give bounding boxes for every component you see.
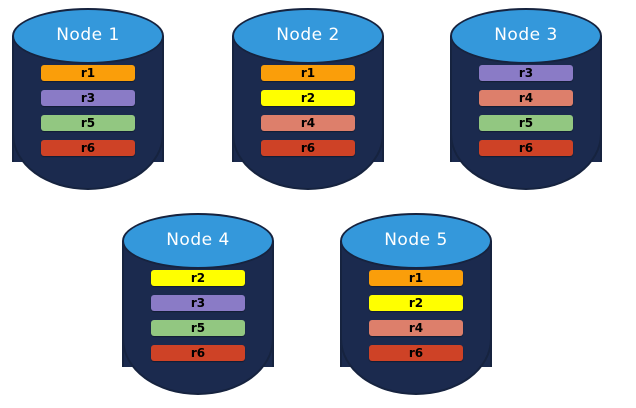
cylinder-top-ellipse <box>450 8 602 64</box>
cylinder-shape <box>12 8 164 190</box>
replica-label: r4 <box>518 91 534 105</box>
node-3-replica-list: r3 r4 r5 r6 <box>479 65 573 156</box>
replica-label: r2 <box>190 271 206 285</box>
replica-label: r3 <box>80 91 96 105</box>
replica-bar-r2[interactable]: r2 <box>369 295 463 311</box>
replica-bar-r4[interactable]: r4 <box>479 90 573 106</box>
node-5-replica-list: r1 r2 r4 r6 <box>369 270 463 361</box>
replica-bar-r6[interactable]: r6 <box>479 140 573 156</box>
replica-label: r4 <box>408 321 424 335</box>
replica-bar-r6[interactable]: r6 <box>369 345 463 361</box>
replica-bar-r5[interactable]: r5 <box>151 320 245 336</box>
replica-bar-r4[interactable]: r4 <box>369 320 463 336</box>
cylinder-top-ellipse <box>12 8 164 64</box>
replica-bar-r6[interactable]: r6 <box>261 140 355 156</box>
replica-label: r3 <box>190 296 206 310</box>
replica-label: r5 <box>190 321 206 335</box>
replica-label: r5 <box>518 116 534 130</box>
replica-label: r4 <box>300 116 316 130</box>
replica-bar-r5[interactable]: r5 <box>41 115 135 131</box>
replica-label: r2 <box>408 296 424 310</box>
replica-label: r3 <box>518 66 534 80</box>
replica-label: r6 <box>518 141 534 155</box>
replica-bar-r3[interactable]: r3 <box>479 65 573 81</box>
replica-label: r6 <box>300 141 316 155</box>
replica-label: r6 <box>408 346 424 360</box>
replica-label: r6 <box>80 141 96 155</box>
replica-label: r6 <box>190 346 206 360</box>
replica-bar-r1[interactable]: r1 <box>369 270 463 286</box>
replica-bar-r6[interactable]: r6 <box>41 140 135 156</box>
replica-label: r5 <box>80 116 96 130</box>
replica-label: r1 <box>408 271 424 285</box>
node-2-replica-list: r1 r2 r4 r6 <box>261 65 355 156</box>
node-4-replica-list: r2 r3 r5 r6 <box>151 270 245 361</box>
replica-bar-r5[interactable]: r5 <box>479 115 573 131</box>
cylinder-top-ellipse <box>122 213 274 269</box>
replica-label: r1 <box>80 66 96 80</box>
replica-bar-r4[interactable]: r4 <box>261 115 355 131</box>
cylinder-top-ellipse <box>340 213 492 269</box>
replica-bar-r6[interactable]: r6 <box>151 345 245 361</box>
replica-bar-r2[interactable]: r2 <box>151 270 245 286</box>
replica-bar-r3[interactable]: r3 <box>151 295 245 311</box>
replica-bar-r1[interactable]: r1 <box>261 65 355 81</box>
replica-bar-r3[interactable]: r3 <box>41 90 135 106</box>
replica-bar-r1[interactable]: r1 <box>41 65 135 81</box>
replica-label: r2 <box>300 91 316 105</box>
cylinder-top-ellipse <box>232 8 384 64</box>
replica-label: r1 <box>300 66 316 80</box>
node-1-replica-list: r1 r3 r5 r6 <box>41 65 135 156</box>
cylinder-shape <box>232 8 384 190</box>
replica-bar-r2[interactable]: r2 <box>261 90 355 106</box>
